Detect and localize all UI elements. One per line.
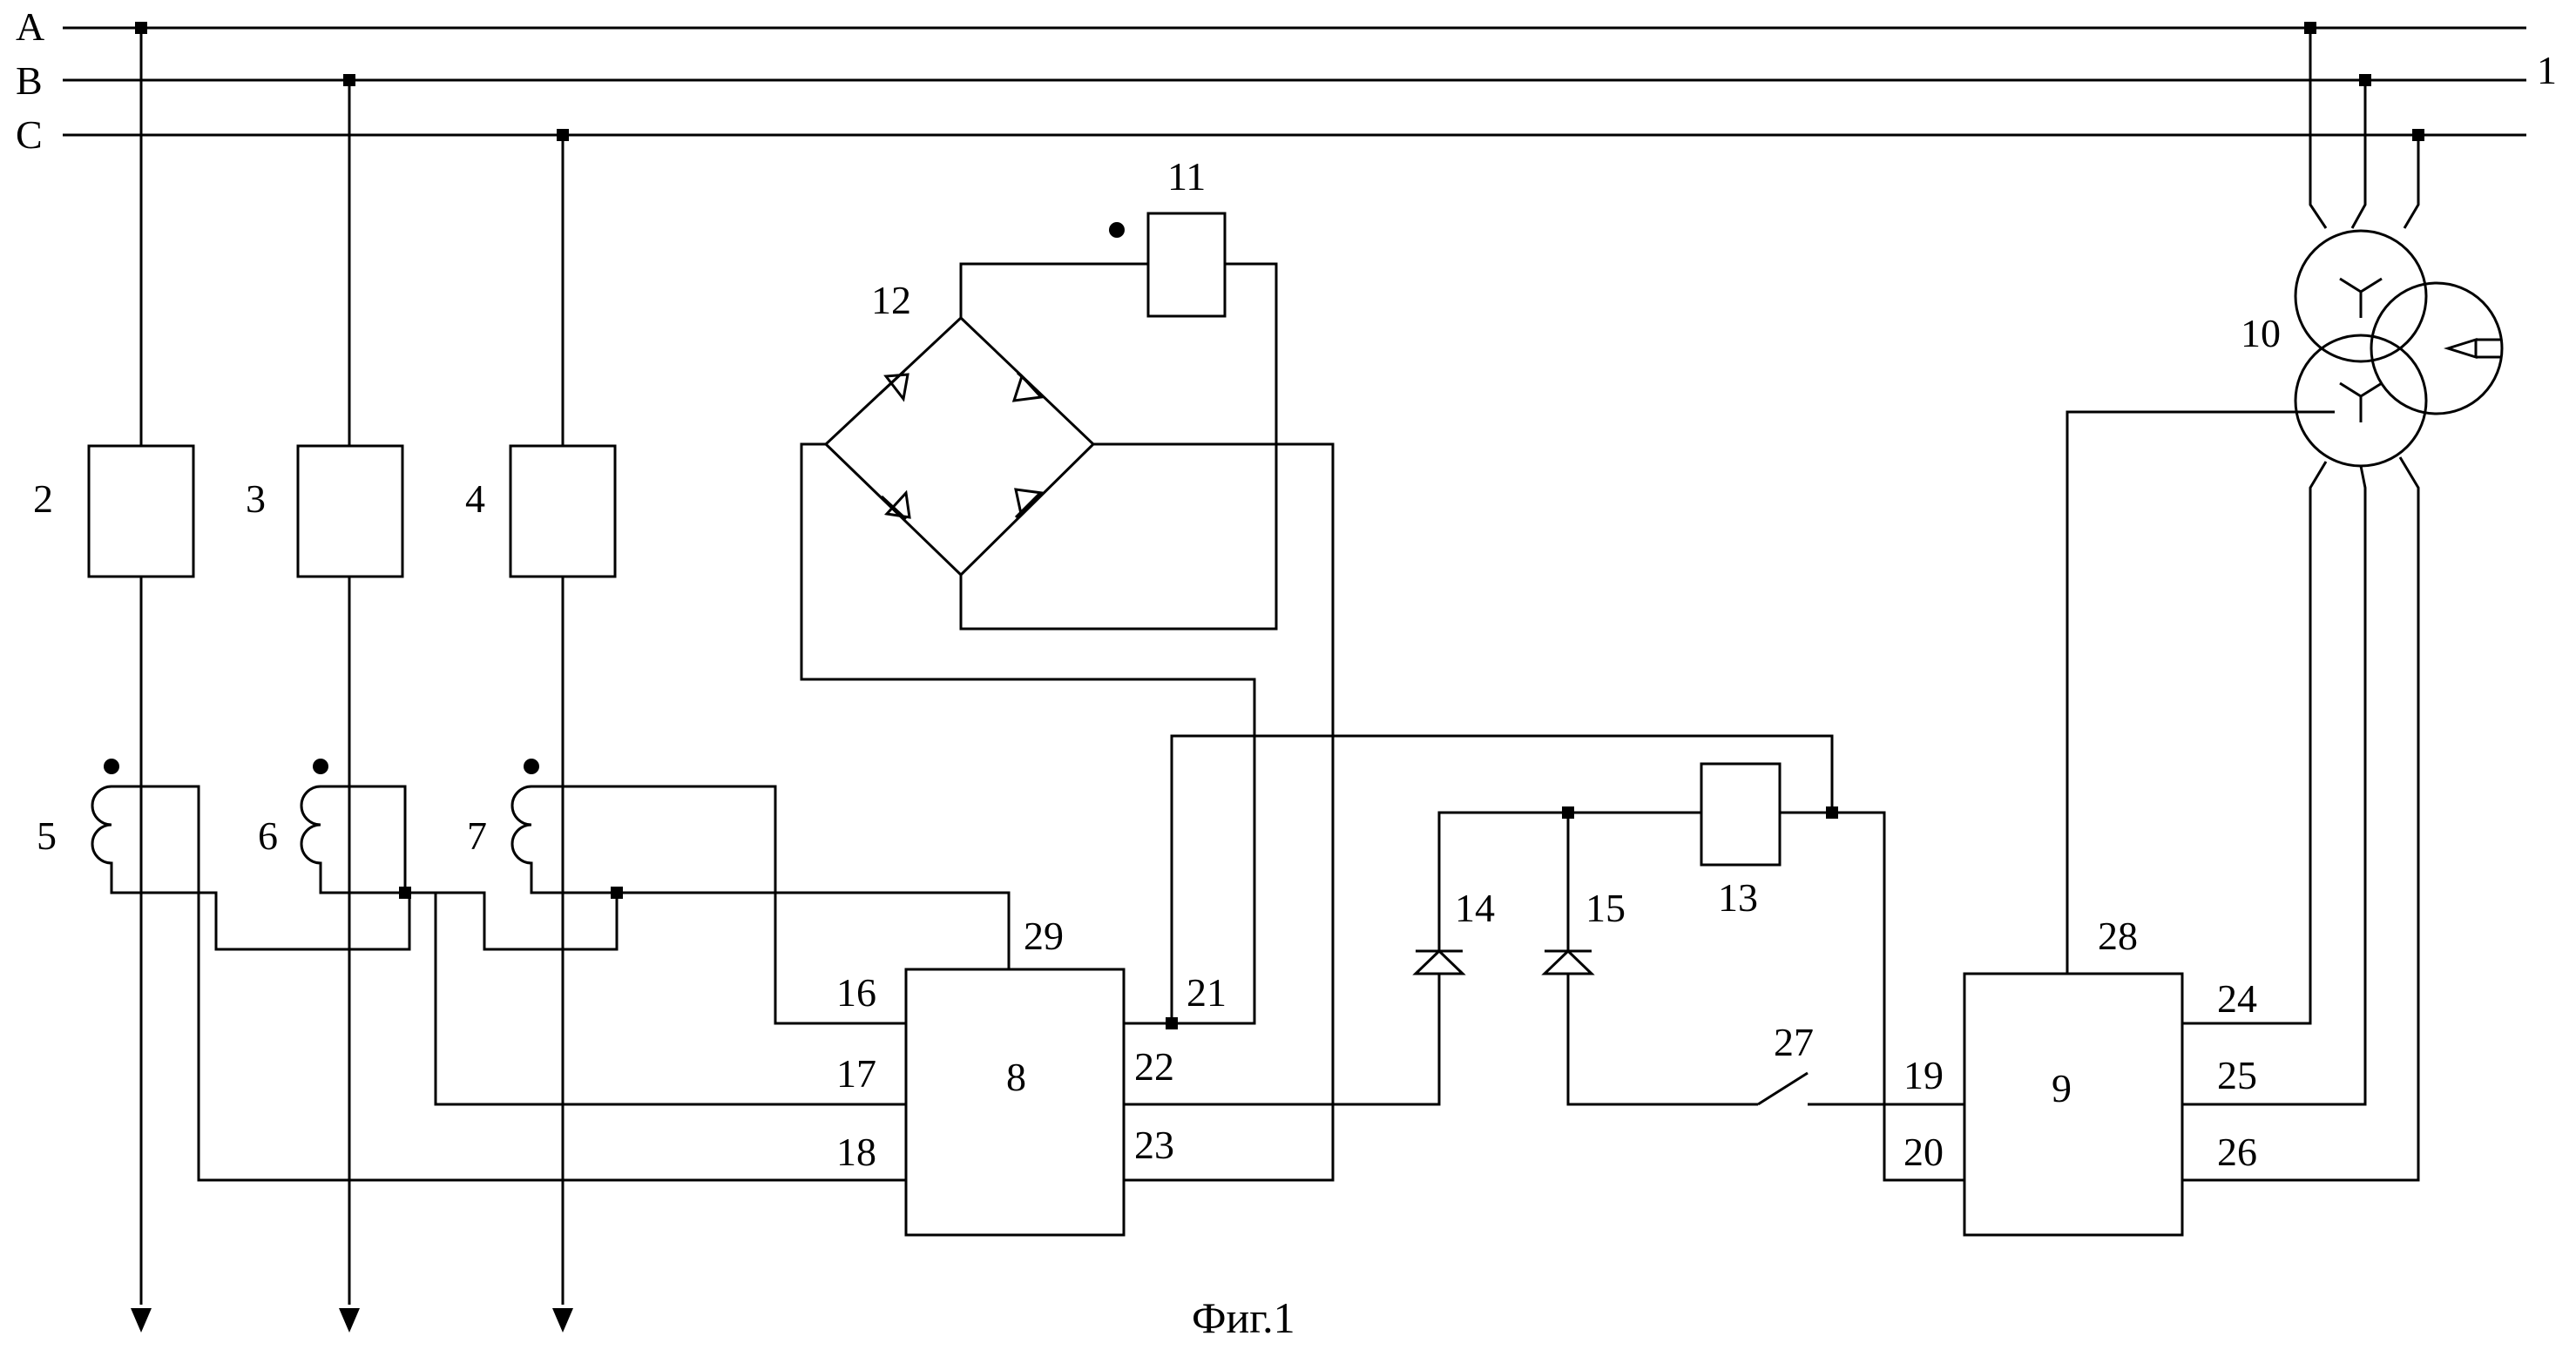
diode-icon — [1014, 373, 1042, 401]
diode-icon — [1016, 489, 1042, 517]
hv-lead-c — [2404, 135, 2418, 228]
bridge-outline — [826, 318, 1093, 575]
ct-output-wire — [321, 786, 405, 893]
switch-27-label: 27 — [1774, 1020, 1814, 1064]
figure-caption: Фиг.1 — [1192, 1293, 1295, 1342]
polarity-dot — [104, 759, 119, 774]
block-13 — [1701, 764, 1780, 865]
block-3-label: 3 — [246, 476, 266, 521]
terminal-18-label: 18 — [836, 1130, 876, 1174]
terminal-25-label: 25 — [2217, 1053, 2257, 1097]
phase-c-label: C — [16, 112, 43, 157]
hv-lead-b — [2352, 80, 2365, 228]
terminal-20-label: 20 — [1903, 1130, 1944, 1174]
block-2-label: 2 — [33, 476, 53, 521]
block-4 — [510, 446, 615, 577]
phase-b-label: B — [16, 58, 43, 103]
block-8-group: 8 16 17 18 29 21 22 23 — [617, 893, 1227, 1235]
feeder-a: 2 — [33, 22, 193, 1333]
block-13-label: 13 — [1718, 875, 1758, 920]
wire-15-bottom — [1568, 974, 1758, 1104]
terminal-29-label: 29 — [1024, 914, 1064, 958]
switch-27-icon — [1758, 1073, 1808, 1104]
delta-winding-icon — [2448, 340, 2502, 357]
wire-29 — [617, 893, 1009, 969]
wire-14-top — [1439, 813, 1568, 951]
winding-delta — [2371, 283, 2502, 414]
phase-a-label: A — [16, 4, 44, 49]
bridge-top-wire — [961, 264, 1148, 318]
ct-output-wire — [112, 786, 906, 1180]
ct-7-label: 7 — [467, 813, 487, 858]
polarity-dot — [524, 759, 539, 774]
terminal-23-label: 23 — [1134, 1123, 1174, 1167]
diode-14-icon — [1416, 951, 1463, 974]
terminal-17-label: 17 — [836, 1051, 876, 1096]
wire-28 — [2067, 412, 2335, 974]
hv-lead-a — [2310, 28, 2326, 228]
terminal-16-label: 16 — [836, 970, 876, 1015]
diode-15-label: 15 — [1585, 886, 1626, 930]
bridge-right-wire — [1093, 444, 1333, 1180]
terminal-21-label: 21 — [1187, 970, 1227, 1015]
star-winding-icon — [2340, 279, 2382, 318]
ground-arrow — [131, 1308, 152, 1333]
block-11 — [1148, 213, 1225, 316]
block-11-output-wire — [961, 264, 1276, 629]
feeder-c: 4 — [465, 129, 615, 1333]
terminal-26-label: 26 — [2217, 1130, 2257, 1174]
wire-13-out — [1780, 813, 1964, 1180]
block-9-label: 9 — [2052, 1066, 2072, 1110]
polarity-dot — [1109, 222, 1125, 238]
block-3 — [298, 446, 402, 577]
block-11-label: 11 — [1167, 154, 1206, 199]
block-9-group: 9 19 20 28 24 25 26 — [1903, 914, 2257, 1235]
terminal-28-label: 28 — [2098, 914, 2138, 958]
ground-arrow — [552, 1308, 573, 1333]
control-circuit: 13 14 15 27 — [1124, 736, 1964, 1180]
diode-icon — [882, 493, 909, 519]
star-winding-icon — [2340, 383, 2382, 422]
block-2 — [89, 446, 193, 577]
diode-icon — [880, 371, 908, 399]
ct-winding-icon — [512, 786, 617, 893]
lv-lead-25 — [2182, 466, 2365, 1104]
terminal-24-label: 24 — [2217, 976, 2257, 1021]
current-transformer-6: 6 — [258, 759, 906, 1104]
ct-5-label: 5 — [37, 813, 57, 858]
terminal-22-label: 22 — [1134, 1044, 1174, 1089]
diode-14-label: 14 — [1455, 886, 1495, 930]
block-9 — [1964, 974, 2182, 1235]
block-8 — [906, 969, 1124, 1235]
ct-6-label: 6 — [258, 813, 278, 858]
block-4-label: 4 — [465, 476, 485, 521]
polarity-dot — [313, 759, 328, 774]
feeder-b: 3 — [246, 74, 402, 1333]
three-phase-bus: A B C 1 — [16, 4, 2557, 157]
diode-15-icon — [1545, 951, 1592, 974]
transformer-10-label: 10 — [2241, 311, 2281, 355]
block-8-label: 8 — [1006, 1055, 1026, 1099]
ct-output-wire — [405, 893, 906, 1104]
bridge-12-label: 12 — [871, 278, 911, 322]
bus-number-label: 1 — [2537, 48, 2557, 92]
ground-arrow — [339, 1308, 360, 1333]
terminal-19-label: 19 — [1903, 1053, 1944, 1097]
lv-lead-24 — [2182, 462, 2326, 1023]
